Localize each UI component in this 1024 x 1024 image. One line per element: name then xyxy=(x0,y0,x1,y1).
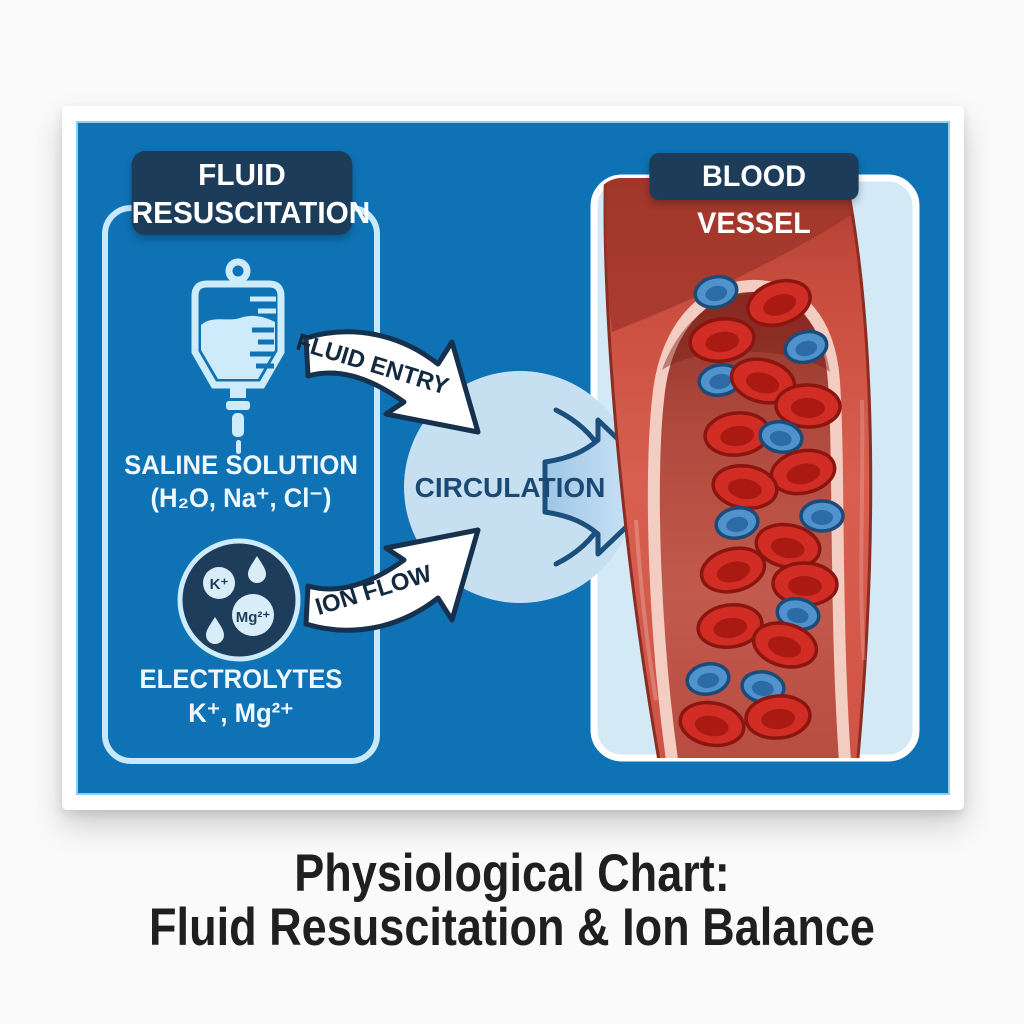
red-blood-cell xyxy=(703,411,771,457)
iv-scale-ticks xyxy=(250,296,276,314)
ion-particle xyxy=(799,499,845,533)
blood-vessel-illustration xyxy=(603,178,873,758)
saline-solution-formula: (H₂O, Na⁺, Cl⁻) xyxy=(150,483,332,513)
page-title-line1: Physiological Chart: xyxy=(294,844,730,903)
red-blood-cell xyxy=(754,522,822,570)
ion-particle xyxy=(714,506,760,540)
red-blood-cell xyxy=(696,602,764,650)
iv-fluid-fill xyxy=(201,315,275,379)
red-blood-cell xyxy=(769,448,837,496)
red-blood-cell xyxy=(744,694,812,740)
saline-solution-title: SALINE SOLUTION xyxy=(124,450,358,480)
red-blood-cell xyxy=(729,357,797,405)
electrolytes-circle-icon: K⁺ Mg²⁺ xyxy=(177,538,301,662)
electrolytes-formula: K⁺, Mg²⁺ xyxy=(188,698,294,728)
mg-badge-label: Mg²⁺ xyxy=(236,609,271,626)
droplet-icon xyxy=(248,556,266,583)
ion-particle xyxy=(685,662,731,696)
droplet-icon xyxy=(206,617,224,644)
iv-bag-icon xyxy=(191,258,285,454)
fluid-resuscitation-header: FLUID RESUSCITATION xyxy=(131,151,370,235)
ion-particle xyxy=(758,420,804,454)
ion-particle xyxy=(775,596,821,632)
red-blood-cell xyxy=(751,621,819,669)
red-blood-cell xyxy=(746,278,812,328)
red-blood-cell xyxy=(771,561,839,607)
k-badge xyxy=(203,567,235,599)
k-badge-label: K⁺ xyxy=(210,576,229,593)
red-blood-cell xyxy=(774,383,842,429)
electrolytes-title: ELECTROLYTES xyxy=(139,664,343,694)
red-blood-cell xyxy=(688,316,756,364)
iv-scale-ticks-on-fluid xyxy=(250,327,274,369)
iv-port xyxy=(226,385,250,454)
vessel-wall-texture xyxy=(859,399,866,661)
mg-badge xyxy=(232,594,274,636)
circulation-label: CIRCULATION xyxy=(415,472,606,503)
red-blood-cell xyxy=(699,546,767,594)
ion-particle xyxy=(783,329,829,365)
ion-particle xyxy=(693,274,739,310)
cells-layer xyxy=(678,274,845,748)
vessel-wall-texture xyxy=(634,519,658,701)
ribbon-arrow-icon: FLUID ENTRY xyxy=(293,329,481,435)
blood-vessel-header: BLOOD VESSEL xyxy=(649,153,859,240)
red-blood-cell xyxy=(678,700,746,748)
vessel-top-shadow xyxy=(603,178,853,332)
ribbon-arrow-icon: ION FLOW xyxy=(303,527,481,633)
page-title-line2: Fluid Resuscitation & Ion Balance xyxy=(149,898,875,957)
